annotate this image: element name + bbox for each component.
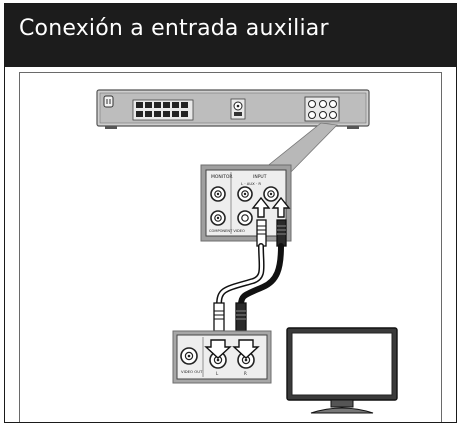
component-video-label: COMPONENT VIDEO <box>209 229 245 233</box>
figure-frame: Conexión a entrada auxiliar <box>4 3 457 423</box>
left-jack-label: L <box>216 371 219 376</box>
insert-arrow-down-icon <box>204 339 260 359</box>
video-out-label: VIDEO OUT <box>181 369 203 374</box>
diagram-border <box>19 72 442 422</box>
power-socket-icon <box>103 95 114 108</box>
top-jack-row <box>210 186 279 202</box>
rear-jack-block <box>304 96 340 122</box>
monitor-label: MONITOR <box>211 174 233 180</box>
section-header: Conexión a entrada auxiliar <box>5 4 456 67</box>
right-jack-label: R <box>244 371 247 376</box>
audio-cable <box>216 243 284 308</box>
rca-plugs-tv-side <box>213 302 247 332</box>
aux-label: L · AUX · R <box>241 181 261 186</box>
diagram-svg: MONITOR INPUT L · AUX · R <box>96 89 398 414</box>
antenna-jack-icon <box>230 98 246 120</box>
tv-icon <box>286 327 398 414</box>
insert-arrow-icon <box>251 196 291 218</box>
section-title: Conexión a entrada auxiliar <box>19 16 329 41</box>
bottom-jack-row <box>210 210 253 226</box>
connection-diagram: MONITOR INPUT L · AUX · R <box>5 67 456 422</box>
magnified-jack-panel: MONITOR INPUT L · AUX · R <box>200 164 292 242</box>
input-label: INPUT <box>253 174 267 180</box>
speaker-terminals <box>132 99 194 121</box>
tv-jack-panel: VIDEO OUT L R <box>172 330 272 384</box>
main-unit <box>96 89 370 129</box>
